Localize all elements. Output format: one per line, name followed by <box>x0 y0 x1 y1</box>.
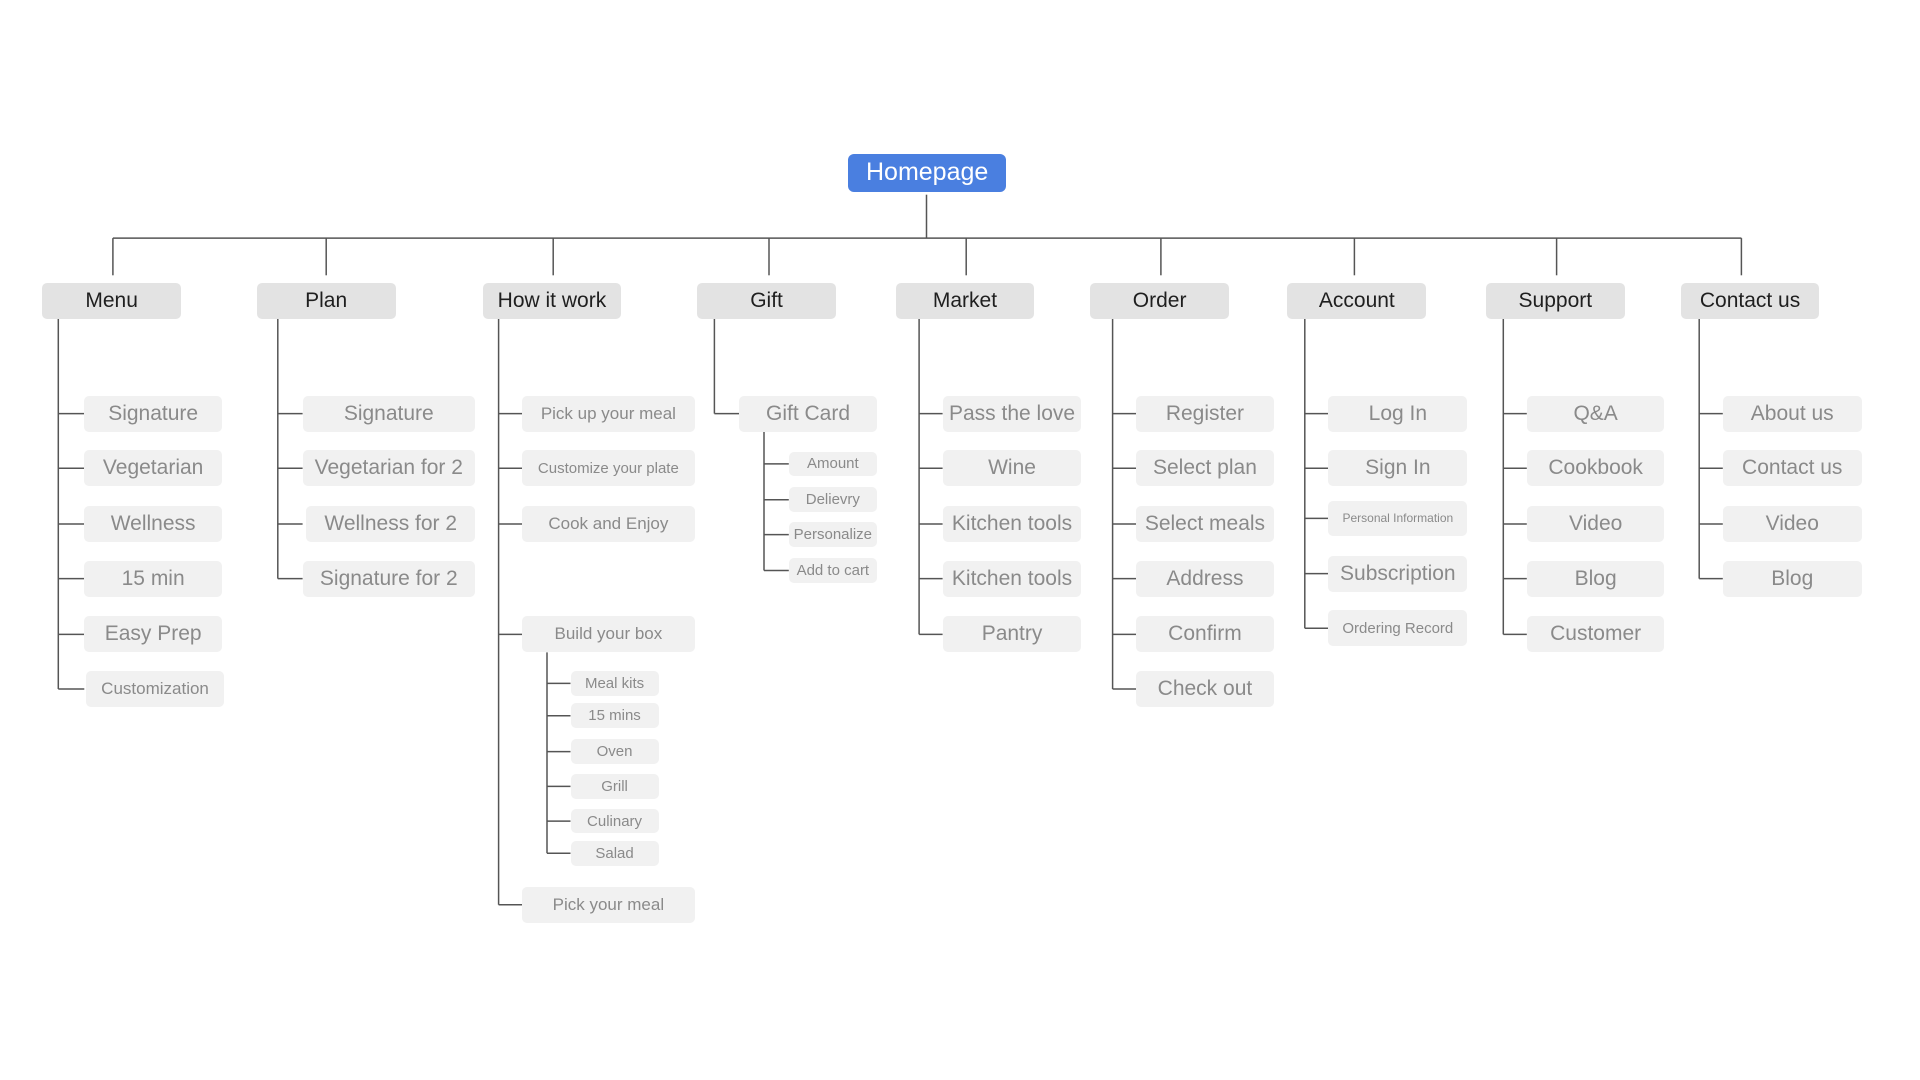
support-item-cookbook[interactable]: Cookbook <box>1526 450 1665 487</box>
order-item-check-out[interactable]: Check out <box>1136 671 1274 707</box>
plan-item-signature[interactable]: Signature <box>302 395 475 432</box>
support-item-qa[interactable]: Q&A <box>1526 395 1665 432</box>
account-item-personal-information[interactable]: Personal Information <box>1328 501 1468 536</box>
box-item-grill[interactable]: Grill <box>570 774 659 799</box>
order-item-address[interactable]: Address <box>1136 560 1274 597</box>
plan-item-signature-for-2[interactable]: Signature for 2 <box>302 560 475 597</box>
order-item-confirm[interactable]: Confirm <box>1136 616 1274 653</box>
menu-item-15-min[interactable]: 15 min <box>84 560 222 597</box>
gift-card-item-delivery[interactable]: Delievry <box>788 487 877 513</box>
menu-item-customization[interactable]: Customization <box>85 671 225 707</box>
order-item-select-plan[interactable]: Select plan <box>1136 450 1274 487</box>
menu-item-wellness[interactable]: Wellness <box>84 506 222 542</box>
plan-item-wellness-for-2[interactable]: Wellness for 2 <box>306 506 476 542</box>
category-menu[interactable]: Menu <box>42 282 182 319</box>
gift-card-item-personalize[interactable]: Personalize <box>788 522 877 547</box>
box-item-culinary[interactable]: Culinary <box>570 808 659 834</box>
account-item-subscription[interactable]: Subscription <box>1328 555 1468 592</box>
menu-item-easy-prep[interactable]: Easy Prep <box>84 616 222 653</box>
market-item-kitchen-tools-2[interactable]: Kitchen tools <box>942 560 1082 597</box>
contact-item-contact-us[interactable]: Contact us <box>1722 450 1862 487</box>
contact-item-about-us[interactable]: About us <box>1722 395 1862 432</box>
order-item-select-meals[interactable]: Select meals <box>1136 506 1274 542</box>
how-item-customize-your-plate[interactable]: Customize your plate <box>522 450 695 487</box>
box-item-salad[interactable]: Salad <box>570 840 659 866</box>
gift-card-item-amount[interactable]: Amount <box>788 451 877 477</box>
market-item-pantry[interactable]: Pantry <box>942 616 1082 653</box>
category-account[interactable]: Account <box>1287 282 1427 319</box>
box-item-oven[interactable]: Oven <box>570 739 659 764</box>
how-item-cook-and-enjoy[interactable]: Cook and Enjoy <box>522 506 695 542</box>
category-gift[interactable]: Gift <box>697 282 836 319</box>
category-how-it-work[interactable]: How it work <box>482 282 622 319</box>
how-item-pick-up-your-meal[interactable]: Pick up your meal <box>522 395 695 432</box>
contact-item-blog[interactable]: Blog <box>1722 560 1862 597</box>
support-item-blog[interactable]: Blog <box>1526 560 1665 597</box>
category-plan[interactable]: Plan <box>256 282 396 319</box>
menu-item-signature[interactable]: Signature <box>84 395 222 432</box>
contact-item-video[interactable]: Video <box>1722 506 1862 542</box>
box-item-15-mins[interactable]: 15 mins <box>570 703 659 729</box>
plan-item-vegetarian-for-2[interactable]: Vegetarian for 2 <box>302 450 475 487</box>
market-item-wine[interactable]: Wine <box>942 450 1082 487</box>
category-support[interactable]: Support <box>1485 282 1625 319</box>
menu-item-vegetarian[interactable]: Vegetarian <box>84 450 222 487</box>
account-item-log-in[interactable]: Log In <box>1328 395 1468 432</box>
homepage-node[interactable]: Homepage <box>848 153 1006 193</box>
account-item-sign-in[interactable]: Sign In <box>1328 450 1468 487</box>
order-item-register[interactable]: Register <box>1136 395 1274 432</box>
market-item-kitchen-tools[interactable]: Kitchen tools <box>942 506 1082 542</box>
gift-item-gift-card[interactable]: Gift Card <box>739 395 877 432</box>
account-item-ordering-record[interactable]: Ordering Record <box>1328 610 1468 647</box>
category-contact-us[interactable]: Contact us <box>1680 282 1820 319</box>
market-item-pass-the-love[interactable]: Pass the love <box>942 395 1082 432</box>
box-item-meal-kits[interactable]: Meal kits <box>570 671 659 696</box>
how-item-pick-your-meal[interactable]: Pick your meal <box>522 886 695 923</box>
gift-card-item-add-to-cart[interactable]: Add to cart <box>788 558 877 583</box>
category-market[interactable]: Market <box>895 282 1035 319</box>
support-item-video[interactable]: Video <box>1526 506 1665 542</box>
how-item-build-your-box[interactable]: Build your box <box>522 616 695 653</box>
category-order[interactable]: Order <box>1090 282 1230 319</box>
support-item-customer[interactable]: Customer <box>1526 616 1665 653</box>
